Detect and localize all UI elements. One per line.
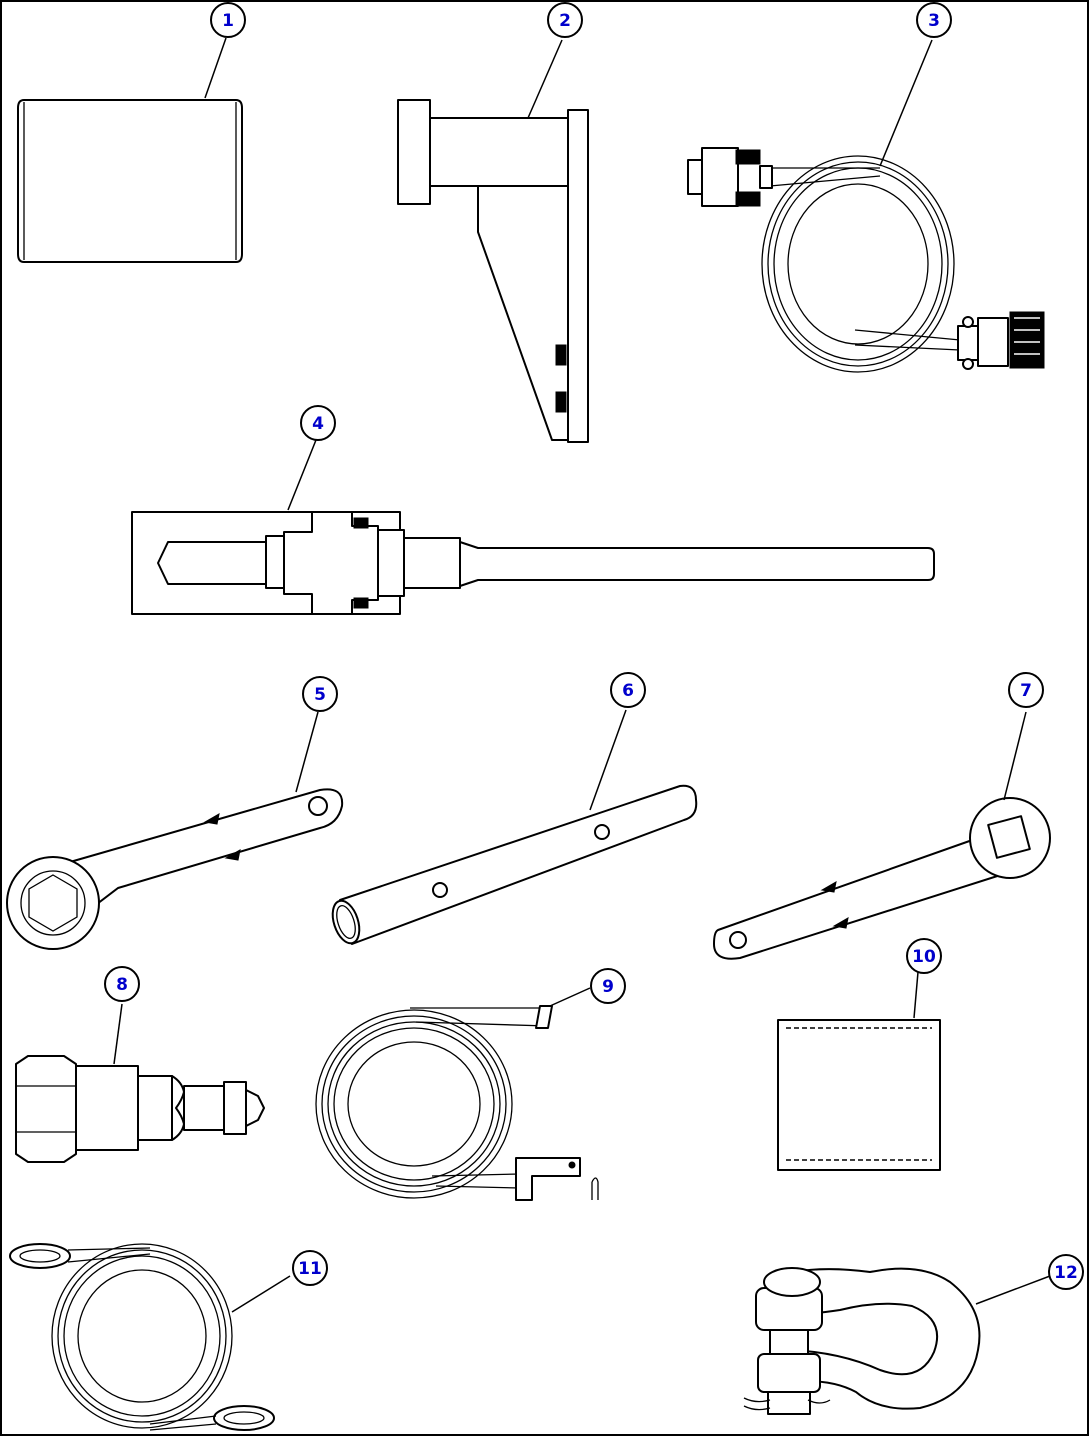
callout-12: 12 — [1048, 1254, 1084, 1290]
part-sling — [9, 1243, 291, 1431]
part-puller — [131, 439, 935, 615]
callout-label: 1 — [222, 11, 234, 31]
part-square-wrench — [713, 711, 1051, 960]
part-cable — [687, 39, 1045, 373]
part-coupler — [15, 1003, 265, 1163]
callout-1: 1 — [210, 2, 246, 38]
callout-11: 11 — [292, 1250, 328, 1286]
callout-label: 7 — [1020, 681, 1032, 701]
callout-5: 5 — [302, 676, 338, 712]
callout-label: 8 — [116, 975, 128, 995]
part-band — [777, 971, 941, 1171]
callout-10: 10 — [906, 938, 942, 974]
part-shackle — [743, 1267, 1051, 1415]
part-hose — [315, 987, 599, 1201]
callout-label: 6 — [622, 681, 634, 701]
callout-label: 10 — [912, 947, 936, 967]
callout-3: 3 — [916, 2, 952, 38]
callout-label: 12 — [1054, 1263, 1078, 1283]
callout-label: 5 — [314, 685, 326, 705]
part-tube-bar — [331, 709, 698, 945]
callout-2: 2 — [547, 2, 583, 38]
callout-label: 11 — [298, 1259, 322, 1279]
part-bracket — [397, 39, 589, 443]
callout-6: 6 — [610, 672, 646, 708]
callout-label: 9 — [602, 977, 614, 997]
callout-label: 2 — [559, 11, 571, 31]
callout-9: 9 — [590, 968, 626, 1004]
callout-label: 4 — [312, 414, 324, 434]
callout-label: 3 — [928, 11, 940, 31]
part-box-wrench — [6, 711, 344, 950]
callout-4: 4 — [300, 405, 336, 441]
callout-7: 7 — [1008, 672, 1044, 708]
part-sleeve — [17, 37, 243, 263]
callout-8: 8 — [104, 966, 140, 1002]
